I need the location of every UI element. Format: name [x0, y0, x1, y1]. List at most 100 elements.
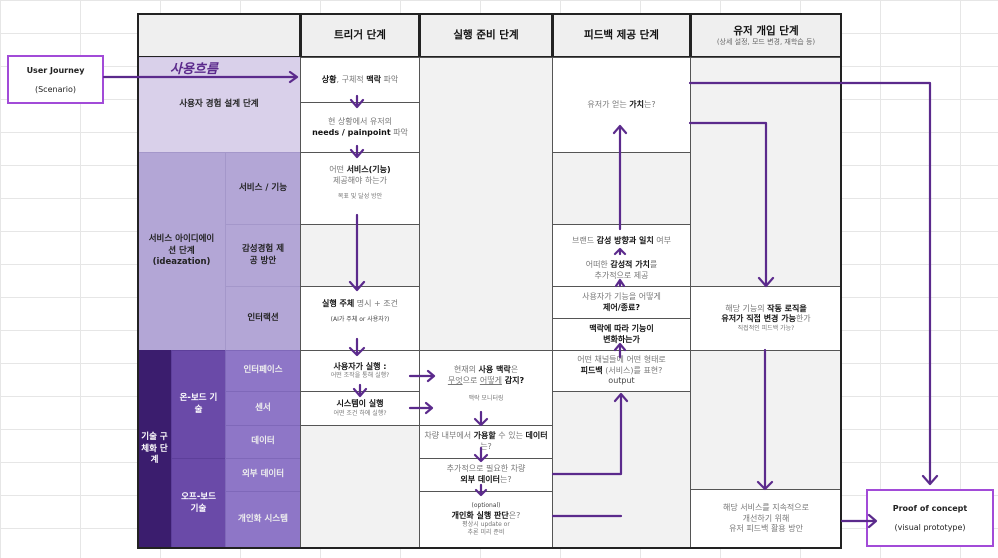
t: 감성 방향과 일치 [596, 235, 654, 245]
arrow-value-to-poc [688, 81, 939, 486]
t: 직접적인 피드백 가능? [737, 325, 795, 333]
t: 현 상황에서 유저의 [328, 116, 392, 126]
t: needs / painpoint [312, 127, 391, 137]
t: 는? [499, 475, 512, 484]
arrow-down [352, 383, 368, 398]
arrow-journey-to-trigger [102, 70, 299, 84]
t: 서비스(기능) [346, 165, 391, 174]
poc-subtitle: (visual prototype) [894, 523, 966, 532]
row-ideation-en: (ideazation) [152, 257, 211, 268]
arrow-down [473, 410, 489, 427]
row-tech-label: 기술 구체화 단계 [141, 432, 168, 466]
arrow-data-to-output [551, 392, 629, 518]
t: (AI가 주체 or 사용자?) [330, 315, 390, 323]
poc-title: Proof of concept [892, 504, 968, 513]
t: 작동 로직을 [767, 303, 807, 313]
trigger-empty [300, 224, 420, 287]
t: 시스템이 실행 [336, 399, 384, 409]
t: 실행 주체 [321, 299, 355, 308]
t: 어떤 [329, 165, 347, 174]
header-prep-label: 실행 준비 단계 [453, 29, 519, 42]
t: 감성적 가치 [610, 260, 650, 270]
arrow-improvement-to-poc [840, 513, 878, 529]
t: 가치 [629, 99, 644, 109]
t: 추론 미리 준비 [467, 529, 505, 537]
t: 를 [649, 260, 658, 270]
user-journey-subtitle: (Scenario) [34, 84, 77, 94]
prep-empty [419, 57, 553, 351]
arrow-up-to-value [612, 124, 628, 231]
t: 추가적으로 제공 [594, 271, 649, 280]
t: 가용할 [473, 431, 496, 441]
arrow-down [349, 94, 365, 109]
t: 현재의 [453, 365, 479, 374]
t: 파악 [380, 74, 399, 84]
t: 목표 및 달성 방안 [337, 192, 383, 200]
arrow-right [408, 401, 434, 415]
arrow-down [474, 483, 488, 497]
row-offboard: 오프-보드 기술 [171, 458, 226, 549]
row-data-label: 데이터 [251, 436, 275, 447]
row-ux-label: 사용자 경험 설계 단계 [179, 99, 259, 110]
row-data: 데이터 [225, 425, 301, 459]
t: 외부 데이터 [460, 475, 500, 484]
arrow-logic-to-improvement [756, 348, 774, 491]
t: 수 있는 [495, 431, 526, 441]
feedback-empty [552, 152, 691, 225]
arrow-down [348, 337, 366, 357]
trigger-empty [300, 425, 420, 549]
user-journey-title: User Journey [26, 65, 85, 75]
t: 어떻게 [479, 375, 502, 385]
t: 변화하는가 [603, 334, 640, 344]
t: 어떠한 [585, 260, 611, 270]
t: (서비스)를 표현? [602, 365, 663, 375]
header-trigger-label: 트리거 단계 [334, 29, 386, 42]
row-offboard-label: 오프-보드 기술 [181, 492, 216, 514]
t: 어떤 조건 하에 실행? [333, 409, 387, 417]
row-personal-label: 개인화 시스템 [238, 514, 288, 525]
row-emotion-label: 감성경험 제공 방안 [241, 244, 285, 266]
t: 유저가 얻는 [587, 99, 630, 109]
arrow-up [614, 278, 626, 288]
t: 평상시 update or [462, 521, 510, 529]
t: 제어/종료? [602, 302, 640, 312]
arrow-down [348, 213, 366, 292]
t: 어떤 채널들에 어떤 형태로 [577, 354, 666, 364]
t: 감지 [501, 375, 520, 385]
t: 제공해야 하는가 [332, 175, 388, 185]
t: 는? [480, 442, 492, 451]
row-ideation-label: 서비스 아이디에이션 단계 [148, 234, 215, 256]
t: 으로 [462, 375, 480, 385]
row-onboard: 온-보드 기술 [171, 350, 226, 459]
t: 개선하기 위해 [742, 513, 790, 523]
header-user-sub: (상세 설정, 모드 변경, 재학습 등) [716, 37, 816, 46]
t: 명시 + 조건 [354, 299, 398, 308]
t: 맥락 [366, 74, 381, 84]
t: ? [519, 375, 525, 385]
t: 맥락에 따라 기능이 [589, 323, 654, 333]
t: 유저 피드백 활용 방안 [729, 524, 803, 534]
t: 파악 [390, 127, 408, 137]
t: 사용 맥락 [478, 365, 511, 374]
row-interaction-label: 인터랙션 [247, 312, 279, 323]
row-interface: 인터페이스 [225, 350, 301, 392]
row-service-label: 서비스 / 기능 [238, 182, 288, 193]
header-user-label: 유저 개입 단계 [733, 24, 799, 37]
arrow-up [613, 247, 627, 256]
arrow-down [473, 446, 489, 463]
t: 여부 [653, 235, 671, 245]
t: 데이터 [525, 431, 548, 441]
row-onboard-label: 온-보드 기술 [179, 393, 218, 415]
handwritten-flow-label: 사용흐름 [170, 62, 218, 77]
user-journey-box: User Journey (Scenario) [7, 55, 104, 104]
t: 는? [644, 99, 656, 109]
t: 차량 내부에서 [424, 431, 474, 441]
t: 한가 [795, 314, 811, 324]
t: (optional) [471, 502, 501, 510]
t: output [608, 376, 635, 386]
